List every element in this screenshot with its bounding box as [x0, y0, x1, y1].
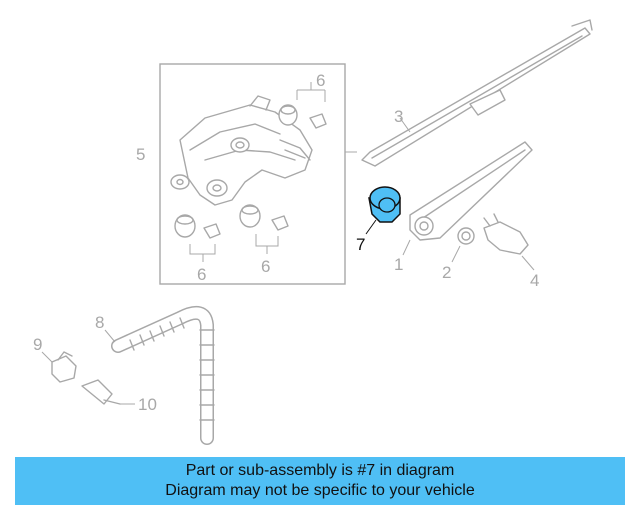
- callout-4: 4: [530, 271, 539, 290]
- part-10-connector[interactable]: [81, 379, 135, 405]
- part-4-cap[interactable]: [483, 213, 535, 271]
- banner-line-2: Diagram may not be specific to your vehi…: [165, 482, 475, 499]
- callout-5: 5: [136, 145, 145, 164]
- callout-6-left: 6: [197, 265, 206, 284]
- part-7-highlighted-cap[interactable]: [365, 186, 401, 235]
- callout-10: 10: [138, 395, 157, 414]
- part-5-motor-assembly[interactable]: [159, 63, 357, 285]
- callout-7: 7: [356, 235, 365, 254]
- callout-8: 8: [95, 313, 104, 332]
- callout-9: 9: [33, 335, 42, 354]
- info-banner: Part or sub-assembly is #7 in diagram Di…: [15, 457, 625, 505]
- callout-2: 2: [442, 263, 451, 282]
- part-8-washer-hose[interactable]: [104, 305, 215, 445]
- banner-line-1: Part or sub-assembly is #7 in diagram: [185, 462, 455, 479]
- callout-1: 1: [394, 255, 403, 274]
- part-9-nozzle[interactable]: [41, 351, 77, 383]
- part-2-nut[interactable]: [451, 227, 475, 263]
- part-1-wiper-arm[interactable]: [402, 141, 533, 256]
- callout-6-top: 6: [316, 71, 325, 90]
- callout-6-right: 6: [261, 257, 270, 276]
- part-3-wiper-blade[interactable]: [361, 19, 593, 167]
- callout-3: 3: [394, 107, 403, 126]
